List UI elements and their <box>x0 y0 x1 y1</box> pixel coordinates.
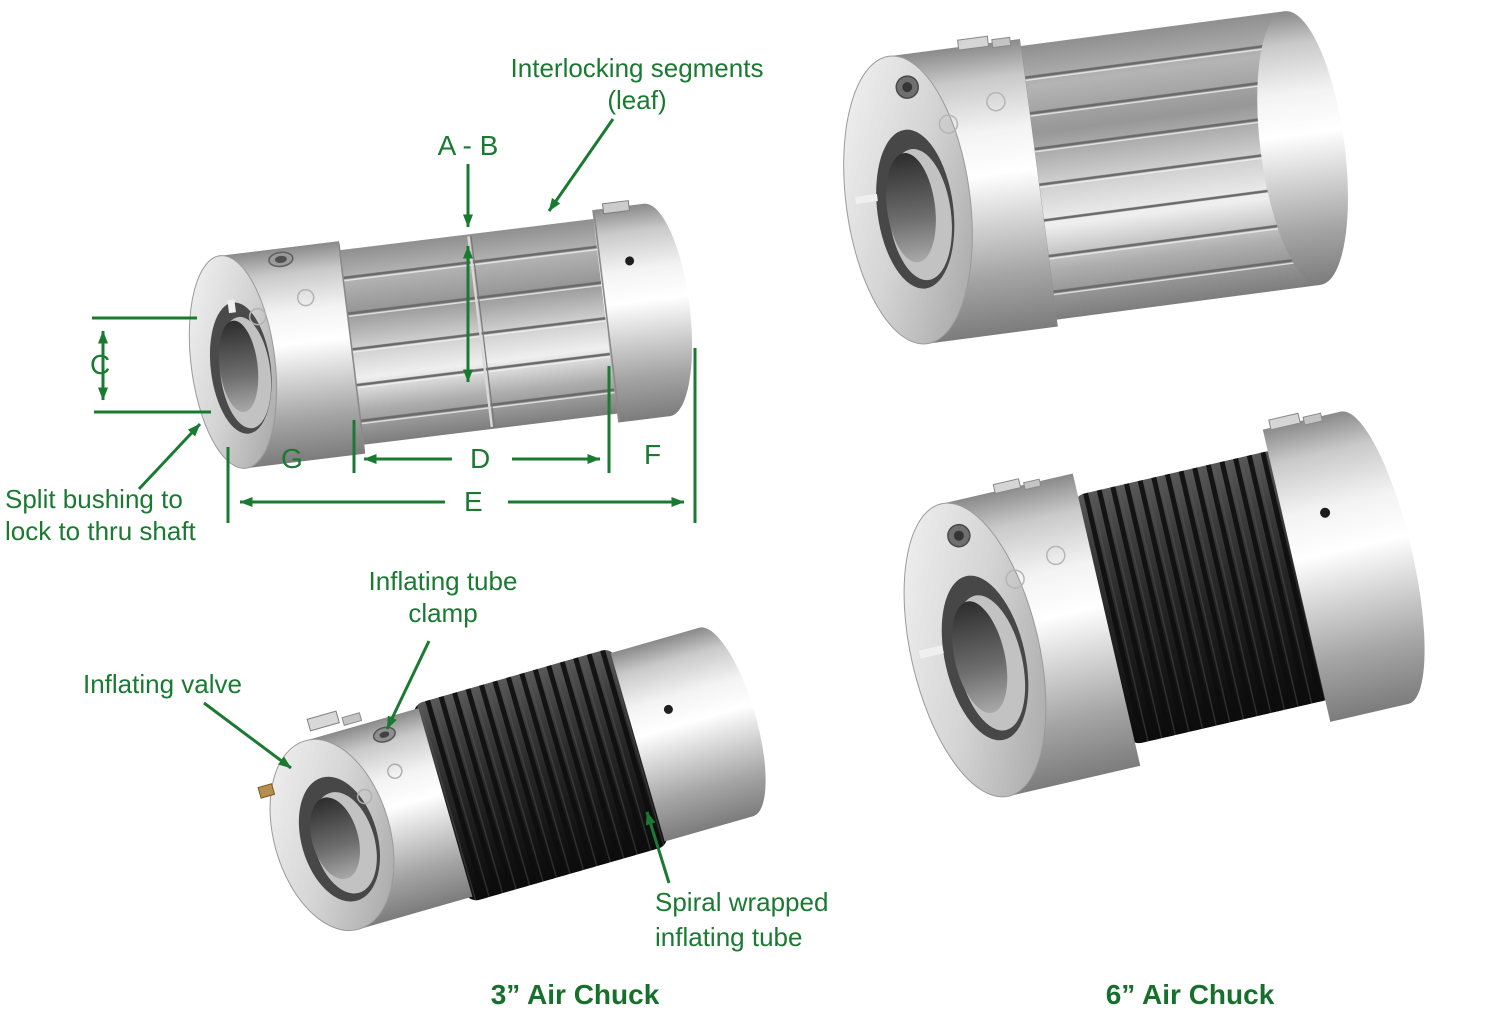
dimension-label-ab: A - B <box>437 130 499 161</box>
valve-port-dot <box>663 704 673 714</box>
inflating-valve-label: Inflating valve <box>83 669 242 699</box>
split-bushing-arrow <box>137 422 202 491</box>
interlocking-arrow <box>547 118 615 212</box>
clamp-notch <box>992 478 1022 495</box>
bushing-split-slit <box>918 645 944 659</box>
caption-3-inch-air-chuck: 3” Air Chuck <box>490 979 660 1010</box>
dimension-label-d: D <box>470 443 491 474</box>
interlocking-segments-label: Interlocking segments (leaf) <box>452 52 822 116</box>
inflating-tube-clamp-label: Inflating tube clamp <box>343 565 543 629</box>
dimension-label-e: E <box>464 486 483 517</box>
clamp-notch <box>957 35 990 51</box>
spiral-wrapped-line2: inflating tube <box>655 922 803 952</box>
dimension-label-c: C <box>90 349 111 380</box>
inflating-valve-arrow <box>203 701 292 770</box>
inflating-tube-clamp <box>306 710 340 732</box>
valve-port-dot <box>1320 507 1331 518</box>
three-inch-chuck-with-tube <box>257 627 766 932</box>
caption-6-inch-air-chuck: 6” Air Chuck <box>1105 979 1275 1010</box>
split-bushing-label: Split bushing to lock to thru shaft <box>5 483 196 547</box>
right-end-cap <box>686 627 766 817</box>
valve-port-dot <box>625 256 635 266</box>
split-bushing-line1: Split bushing to <box>5 484 183 514</box>
right-collar <box>610 627 754 842</box>
clamp-notch <box>601 200 631 215</box>
spiral-wrapped-line1: Spiral wrapped <box>655 887 829 917</box>
split-bushing-line2: lock to thru shaft <box>5 516 196 546</box>
right-end-cap <box>1324 411 1425 705</box>
spiral-tube-arrow <box>645 811 671 884</box>
spiral-tube <box>411 647 670 904</box>
interlocking-segments-line2: (leaf) <box>607 85 667 115</box>
spiral-tube <box>1070 448 1338 746</box>
inflating-tube-clamp-line2: clamp <box>408 598 478 628</box>
dimension-label-g: G <box>281 443 303 474</box>
three-inch-chuck-dimensioned <box>188 200 693 469</box>
interlocking-segments-line1: Interlocking segments <box>510 53 764 83</box>
inflating-tube-clamp-line1: Inflating tube <box>368 566 518 596</box>
inflating-valve <box>257 783 276 799</box>
right-end-cap <box>1257 11 1348 285</box>
six-inch-chuck-plain <box>843 11 1348 345</box>
dimension-label-f: F <box>644 439 662 470</box>
spiral-wrapped-tube-label: Spiral wrapped inflating tube <box>655 885 828 955</box>
bushing-split-slit <box>855 194 878 204</box>
tube-clamp <box>1268 412 1301 431</box>
six-inch-chuck-with-tube <box>903 411 1425 798</box>
annotation-lines <box>92 118 697 884</box>
tube-clamp-arrow <box>385 640 431 730</box>
